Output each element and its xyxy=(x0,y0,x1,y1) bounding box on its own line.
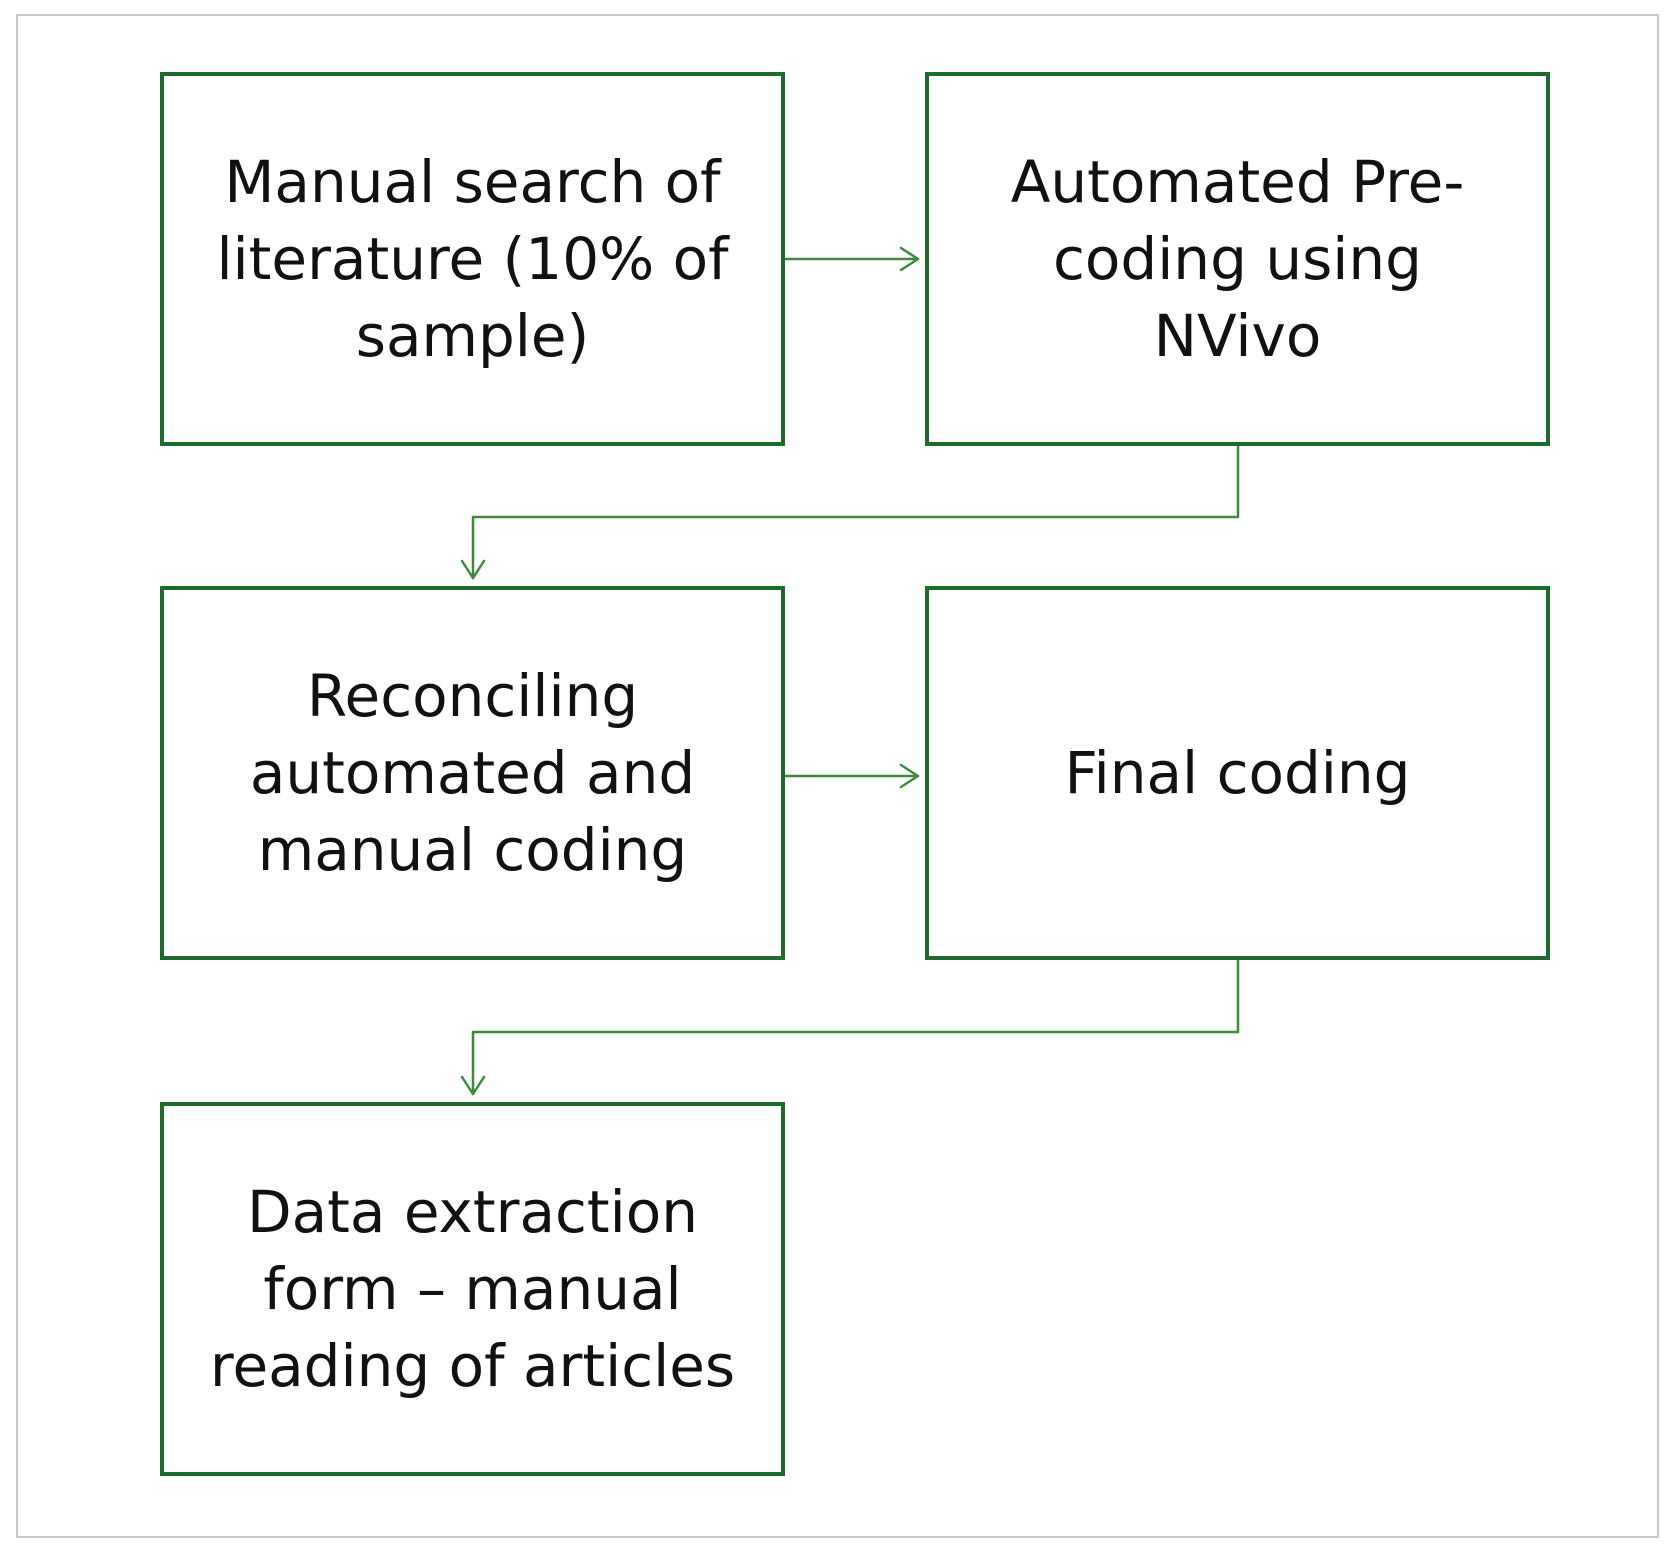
step-label: Automated Pre- coding using NVivo xyxy=(1010,147,1465,370)
arrow-step2-to-step3 xyxy=(460,444,1240,580)
step-label: Final coding xyxy=(1064,738,1411,807)
diagram-frame xyxy=(16,14,1659,1538)
arrow-step1-to-step2 xyxy=(783,246,920,272)
step-label: Reconciling automated and manual coding xyxy=(249,661,696,884)
arrow-step4-to-step5 xyxy=(460,958,1240,1096)
step-box-data-extraction: Data extraction form – manual reading of… xyxy=(160,1102,785,1476)
step-box-automated-precoding: Automated Pre- coding using NVivo xyxy=(925,72,1550,446)
step-box-manual-search: Manual search of literature (10% of samp… xyxy=(160,72,785,446)
step-box-final-coding: Final coding xyxy=(925,586,1550,960)
step-box-reconciling: Reconciling automated and manual coding xyxy=(160,586,785,960)
step-label: Data extraction form – manual reading of… xyxy=(209,1177,736,1400)
arrow-step3-to-step4 xyxy=(783,763,920,789)
step-label: Manual search of literature (10% of samp… xyxy=(216,147,729,370)
